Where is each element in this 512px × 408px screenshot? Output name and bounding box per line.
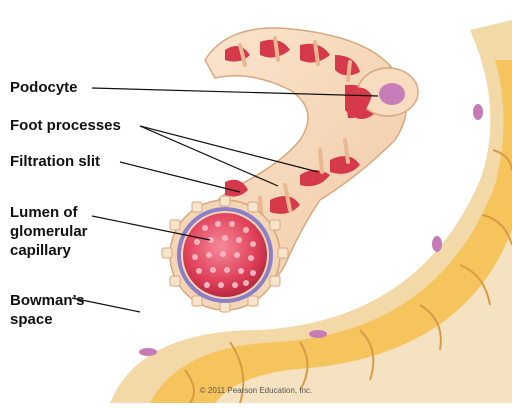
foot-process-ring xyxy=(161,195,289,313)
capsule-nuclei xyxy=(139,104,483,356)
capsule-cell-layer xyxy=(150,60,512,403)
capsule-inner-band xyxy=(215,230,512,403)
label-podocyte: Podocyte xyxy=(10,79,78,96)
basement-membrane xyxy=(177,207,273,303)
filtration-slit-leader xyxy=(119,161,241,193)
bowmans-space-leader xyxy=(71,297,141,313)
leader-lines xyxy=(71,87,379,313)
endothelial-fenestrations xyxy=(192,221,256,288)
bowmans-capsule xyxy=(110,20,512,404)
copyright-notice: © 2011 Pearson Education, Inc. xyxy=(199,386,313,395)
podocyte-nucleus xyxy=(379,83,405,105)
foot-process-ridges xyxy=(238,36,352,224)
capillary-cross-section xyxy=(161,195,289,313)
label-bowmans-line-2: space xyxy=(10,311,53,328)
label-lumen-line-1: Lumen of xyxy=(10,204,78,221)
capsule-cell-outlines xyxy=(184,149,512,404)
foot-processes-leader-2 xyxy=(139,125,319,173)
label-lumen-line-2: glomerular xyxy=(10,223,88,240)
label-foot-processes: Foot processes xyxy=(10,117,121,134)
podocyte-leader xyxy=(91,87,379,97)
label-filtration-slit: Filtration slit xyxy=(10,153,100,170)
lumen-leader xyxy=(91,215,211,241)
label-lumen-line-3: capillary xyxy=(10,242,71,259)
label-bowmans-line-1: Bowman’s xyxy=(10,292,85,309)
foot-processes-leader-1 xyxy=(139,125,279,187)
